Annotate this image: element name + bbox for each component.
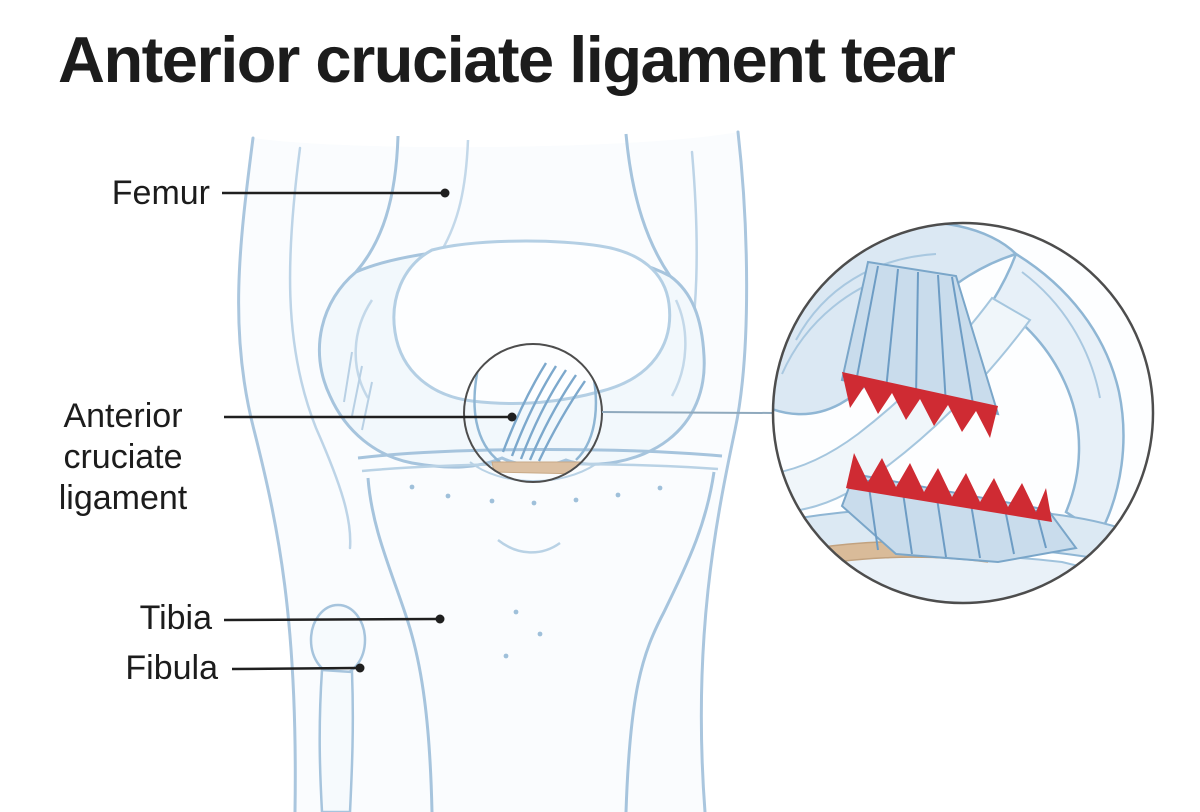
label-femur: Femur <box>111 174 210 212</box>
leg-outline <box>237 130 749 812</box>
magnifier-inset-circle <box>771 221 1155 605</box>
tibia-leader-dot <box>435 614 445 624</box>
diagram-title: Anterior cruciate ligament tear <box>58 23 956 96</box>
acl-leader-dot <box>507 412 517 422</box>
fibula-leader-dot <box>355 663 365 673</box>
leader-lines <box>222 188 517 673</box>
acl-source-drawing <box>473 353 598 475</box>
label-anterior-cruciate-ligament: Anterior cruciate ligament <box>58 397 188 517</box>
tear-lower <box>846 453 1052 522</box>
femur-drawing <box>317 133 706 469</box>
label-fibula: Fibula <box>125 649 218 687</box>
fibula-drawing <box>309 603 367 812</box>
inset-connector-line <box>601 411 774 414</box>
label-tibia: Tibia <box>139 599 212 637</box>
tear-upper <box>842 372 998 438</box>
femur-leader-dot <box>440 188 450 198</box>
torn-ligament-inset <box>773 223 1153 603</box>
